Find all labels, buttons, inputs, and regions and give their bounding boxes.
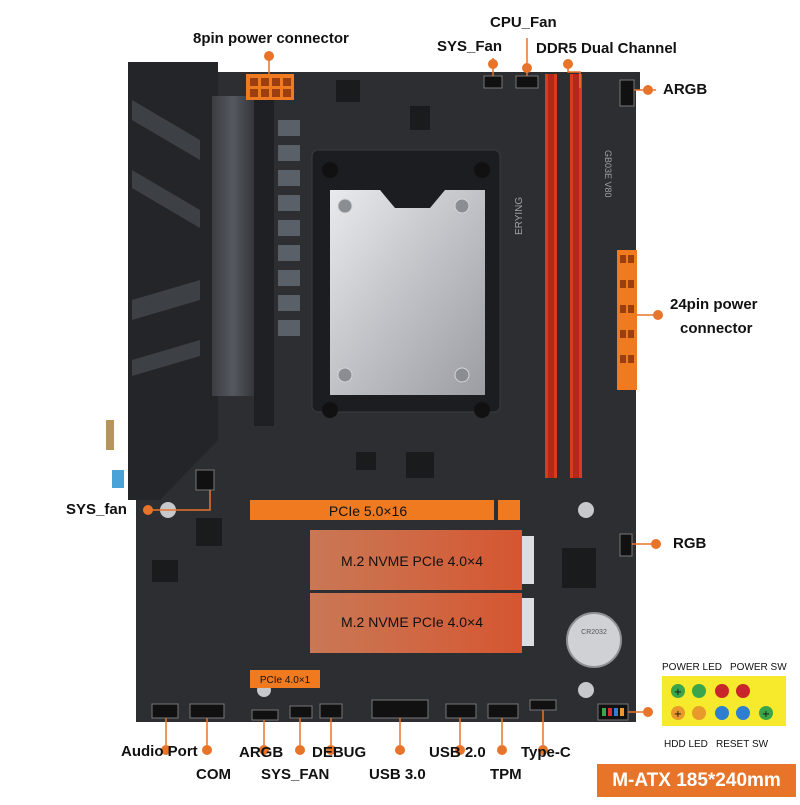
label-audio: Audio Port	[121, 743, 198, 760]
label-usb20: USB 2.0	[429, 744, 486, 761]
label-sys-fan-left: SYS_fan	[66, 501, 127, 518]
label-argb-bottom: ARGB	[239, 744, 284, 761]
tpm-header	[487, 703, 519, 719]
m2-slot-2	[310, 593, 522, 653]
label-hdd-led: HDD LED	[664, 739, 708, 750]
24pin-connector	[617, 250, 637, 390]
socket-screws	[322, 162, 490, 418]
front-panel-pinout: + + +	[662, 676, 786, 726]
callout-dots	[143, 51, 663, 755]
label-24pin-1: 24pin power	[670, 296, 758, 313]
sys-fan-header-bottom	[289, 705, 313, 719]
size-badge: M-ATX 185*240mm	[597, 764, 796, 797]
label-reset-sw: RESET SW	[716, 739, 769, 750]
label-sys-fan-bottom: SYS_FAN	[261, 766, 330, 783]
vrm-chokes	[278, 120, 300, 336]
label-sys-fan-top: SYS_Fan	[437, 38, 503, 55]
front-panel-header	[597, 703, 629, 721]
svg-text:+: +	[674, 709, 682, 720]
svg-text:+: +	[674, 687, 682, 698]
label-com: COM	[196, 766, 231, 783]
label-power-sw: POWER SW	[730, 662, 787, 673]
label-tpm: TPM	[490, 766, 522, 783]
pcie5-slot	[250, 500, 494, 520]
sys-fan-header-left	[195, 469, 215, 491]
cmos-battery	[566, 612, 622, 668]
model-print: GB03E V80	[603, 150, 613, 198]
label-rgb: RGB	[673, 535, 707, 552]
label-24pin-2: connector	[680, 320, 753, 337]
label-8pin: 8pin power connector	[193, 30, 349, 47]
pcie4x1-slot	[250, 670, 320, 688]
argb-header-bottom	[251, 709, 279, 721]
debug-header	[319, 703, 343, 719]
label-argb-right: ARGB	[663, 81, 708, 98]
label-cpu-fan: CPU_Fan	[490, 14, 557, 31]
brand-print: ERYING	[514, 197, 525, 235]
battery-print: CR2032	[581, 629, 607, 636]
typec-header	[529, 699, 557, 711]
pcie5-label: PCIe 5.0×16	[329, 503, 407, 519]
label-power-led: POWER LED	[662, 662, 723, 673]
m2-slot-1	[310, 530, 522, 590]
label-debug: DEBUG	[312, 744, 367, 761]
8pin-connector	[246, 74, 294, 100]
com-header	[189, 703, 225, 719]
rgb-header	[619, 533, 633, 557]
label-typec: Type-C	[521, 744, 571, 761]
m2-1-label: M.2 NVME PCIe 4.0×4	[341, 553, 483, 569]
vrm-heatsink	[212, 96, 254, 396]
svg-text:+: +	[762, 709, 770, 720]
io-shroud	[128, 62, 218, 500]
usb20-header	[445, 703, 477, 719]
audio-header	[151, 703, 179, 719]
label-usb30: USB 3.0	[369, 766, 426, 783]
label-ddr5: DDR5 Dual Channel	[536, 40, 677, 57]
argb-header-right	[619, 79, 635, 107]
sys-fan-header-top	[483, 75, 503, 89]
cpu-fan-header	[515, 75, 539, 89]
usb30-header	[371, 699, 429, 719]
pcie4x1-label: PCIe 4.0×1	[260, 675, 311, 686]
cpu-ihs	[330, 190, 485, 395]
m2-2-label: M.2 NVME PCIe 4.0×4	[341, 614, 483, 630]
